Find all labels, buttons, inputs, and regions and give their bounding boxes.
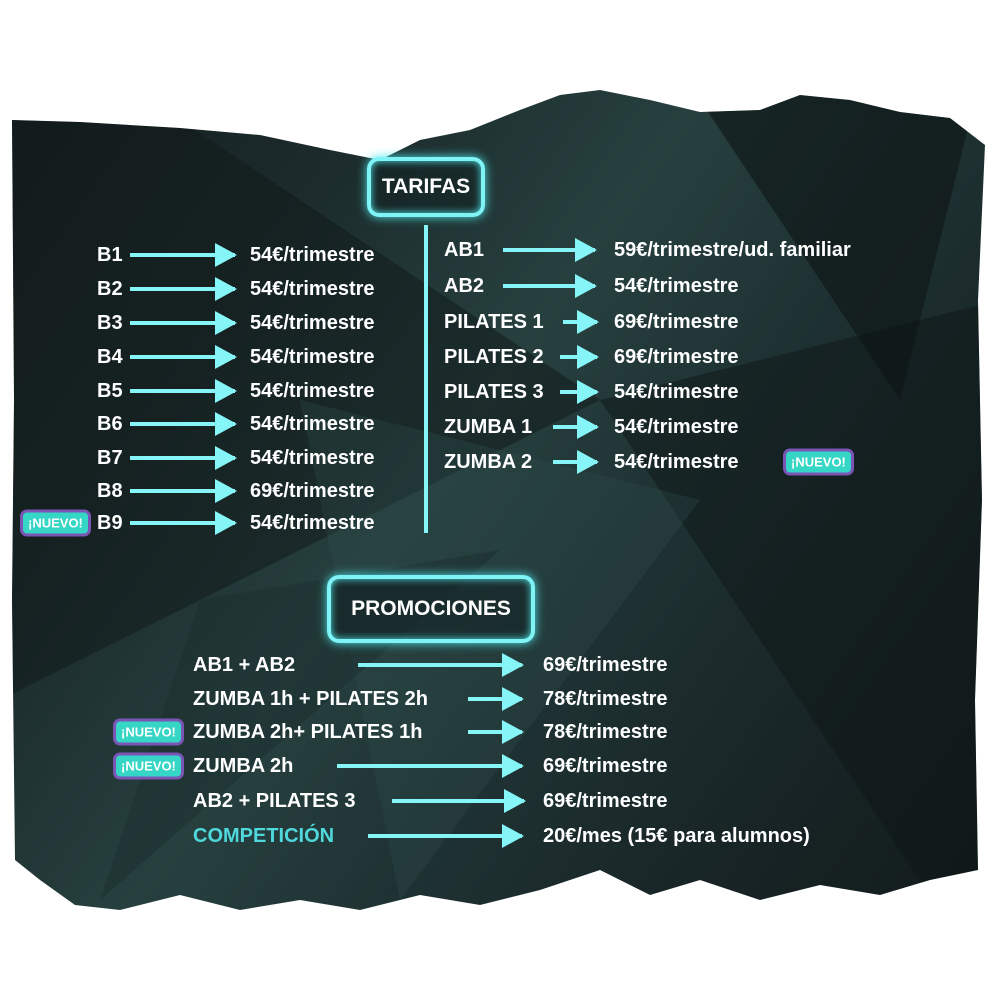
tarifa-right-price: 54€/trimestre: [614, 381, 739, 403]
promo-label: COMPETICIÓN: [193, 825, 335, 847]
tarifa-left-arrow-icon: [130, 287, 235, 291]
tarifa-left-label: B6: [97, 413, 123, 435]
tarifa-left-arrow-icon: [130, 422, 235, 426]
promo-arrow-icon: [337, 764, 522, 768]
tarifa-left-price: 69€/trimestre: [250, 480, 375, 502]
promo-price: 20€/mes (15€ para alumnos): [543, 825, 810, 847]
promo-label: AB1 + AB2: [193, 654, 296, 676]
tarifa-left-arrow-icon: [130, 389, 235, 393]
nuevo-badge: ¡NUEVO!: [113, 718, 184, 746]
promo-price: 69€/trimestre: [543, 755, 668, 777]
promo-price: 69€/trimestre: [543, 654, 668, 676]
tarifa-left-label: B4: [97, 346, 123, 368]
tarifa-left-price: 54€/trimestre: [250, 413, 375, 435]
tarifa-right-price: 54€/trimestre: [614, 416, 739, 438]
tarifa-left-price: 54€/trimestre: [250, 312, 375, 334]
promo-arrow-icon: [468, 697, 522, 701]
tarifa-right-label: PILATES 3: [444, 381, 544, 403]
tarifa-right-label: PILATES 1: [444, 311, 544, 333]
tarifa-right-price: 69€/trimestre: [614, 311, 739, 333]
promo-label: AB2 + PILATES 3: [193, 790, 356, 812]
tarifa-left-price: 54€/trimestre: [250, 346, 375, 368]
promo-arrow-icon: [392, 799, 524, 803]
tarifa-left-label: B2: [97, 278, 123, 300]
tarifa-left-arrow-icon: [130, 521, 235, 525]
tarifa-right-arrow-icon: [560, 355, 597, 359]
tarifa-left-arrow-icon: [130, 456, 235, 460]
tarifa-left-price: 54€/trimestre: [250, 380, 375, 402]
nuevo-badge: ¡NUEVO!: [113, 752, 184, 780]
promo-arrow-icon: [358, 663, 522, 667]
tarifa-right-label: AB1: [444, 239, 485, 261]
promo-label: ZUMBA 2h: [193, 755, 294, 777]
divider: [424, 225, 428, 533]
tarifa-right-label: AB2: [444, 275, 485, 297]
tarifa-right-arrow-icon: [553, 425, 597, 429]
promo-price: 78€/trimestre: [543, 688, 668, 710]
tarifa-right-price: 59€/trimestre/ud. familiar: [614, 239, 851, 261]
tarifa-left-label: B7: [97, 447, 123, 469]
promo-arrow-icon: [368, 834, 522, 838]
nuevo-badge: ¡NUEVO!: [20, 509, 91, 537]
tarifa-left-arrow-icon: [130, 321, 235, 325]
tarifa-left-price: 54€/trimestre: [250, 447, 375, 469]
tarifa-left-label: B3: [97, 312, 123, 334]
promo-price: 69€/trimestre: [543, 790, 668, 812]
tarifa-left-label: B8: [97, 480, 123, 502]
promo-arrow-icon: [468, 730, 522, 734]
tarifa-left-label: B5: [97, 380, 123, 402]
tarifa-left-label: B9: [97, 512, 123, 534]
tarifas-title: TARIFAS: [367, 157, 485, 217]
tarifa-right-arrow-icon: [503, 248, 595, 252]
tarifa-right-arrow-icon: [553, 460, 597, 464]
tarifa-right-label: ZUMBA 2: [444, 451, 533, 473]
tarifa-right-price: 54€/trimestre: [614, 451, 739, 473]
tarifa-left-price: 54€/trimestre: [250, 512, 375, 534]
tarifa-right-arrow-icon: [560, 390, 597, 394]
tarifa-right-arrow-icon: [503, 284, 595, 288]
tarifa-right-label: PILATES 2: [444, 346, 544, 368]
tarifa-right-arrow-icon: [563, 320, 597, 324]
nuevo-badge: ¡NUEVO!: [783, 448, 854, 476]
promo-label: ZUMBA 2h+ PILATES 1h: [193, 721, 423, 743]
tarifa-left-price: 54€/trimestre: [250, 278, 375, 300]
promo-price: 78€/trimestre: [543, 721, 668, 743]
promociones-title: PROMOCIONES: [327, 575, 535, 643]
tarifa-left-arrow-icon: [130, 489, 235, 493]
tarifa-left-label: B1: [97, 244, 123, 266]
tarifa-right-price: 54€/trimestre: [614, 275, 739, 297]
tarifa-left-arrow-icon: [130, 253, 235, 257]
promo-label: ZUMBA 1h + PILATES 2h: [193, 688, 429, 710]
tarifa-left-price: 54€/trimestre: [250, 244, 375, 266]
tarifa-right-price: 69€/trimestre: [614, 346, 739, 368]
tarifa-left-arrow-icon: [130, 355, 235, 359]
tarifa-right-label: ZUMBA 1: [444, 416, 533, 438]
